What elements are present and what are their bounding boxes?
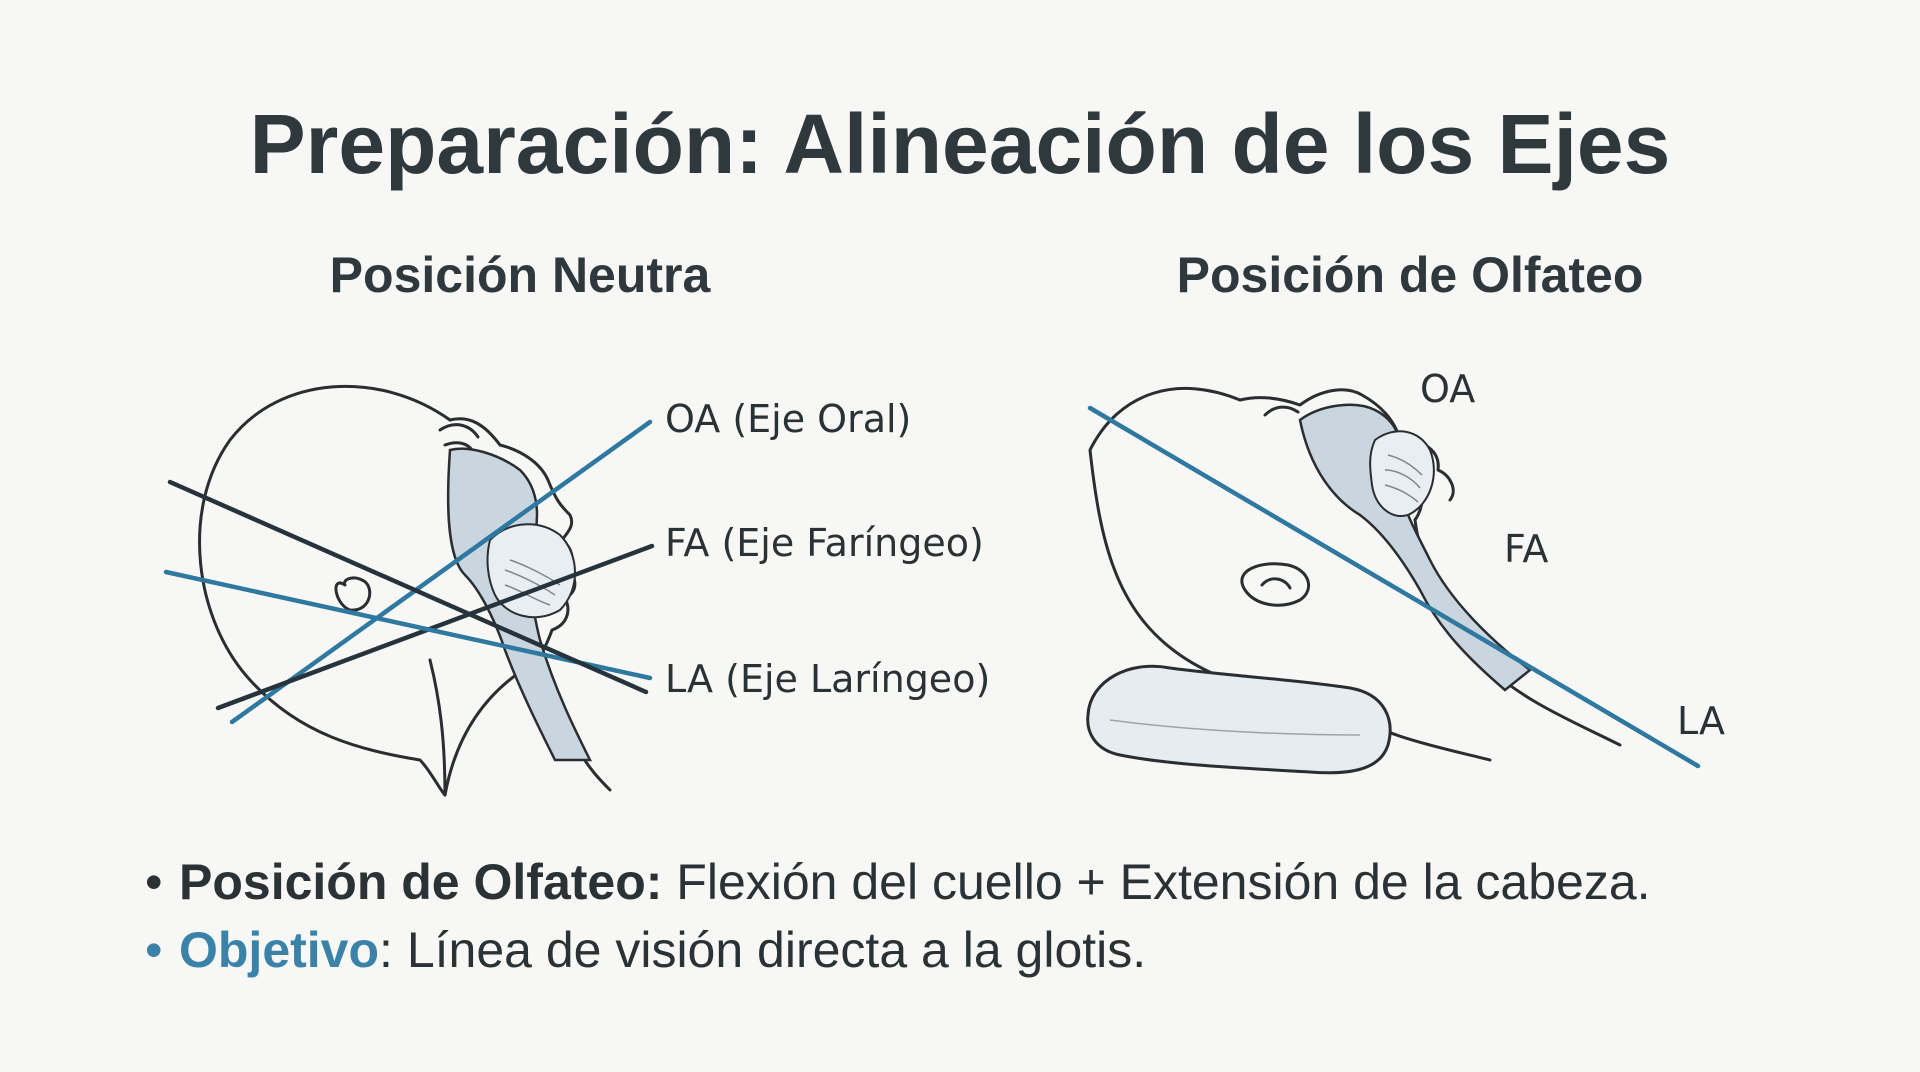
neutral-fa-label: FA (Eje Faríngeo) [665,521,984,565]
bullet-label: Objetivo [179,922,379,978]
sniffing-oa-label: OA [1420,367,1475,411]
bullet-list: •Posición de Olfateo: Flexión del cuello… [145,848,1845,984]
bullet-item-objective: •Objetivo: Línea de visión directa a la … [145,916,1845,984]
pillow [1088,666,1390,773]
sniffing-fa-label: FA [1504,527,1548,571]
neutral-oa-label: OA (Eje Oral) [665,397,911,441]
bullet-text: : Línea de visión directa a la glotis. [379,922,1146,978]
bullet-label: Posición de Olfateo: [179,854,662,910]
sniffing-la-label: LA [1677,699,1725,743]
neutral-la-label: LA (Eje Laríngeo) [665,657,990,701]
bullet-dot: • [145,848,179,916]
bullet-item-sniffing: •Posición de Olfateo: Flexión del cuello… [145,848,1845,916]
bullet-dot: • [145,916,179,984]
bullet-text: Flexión del cuello + Extensión de la cab… [662,854,1650,910]
